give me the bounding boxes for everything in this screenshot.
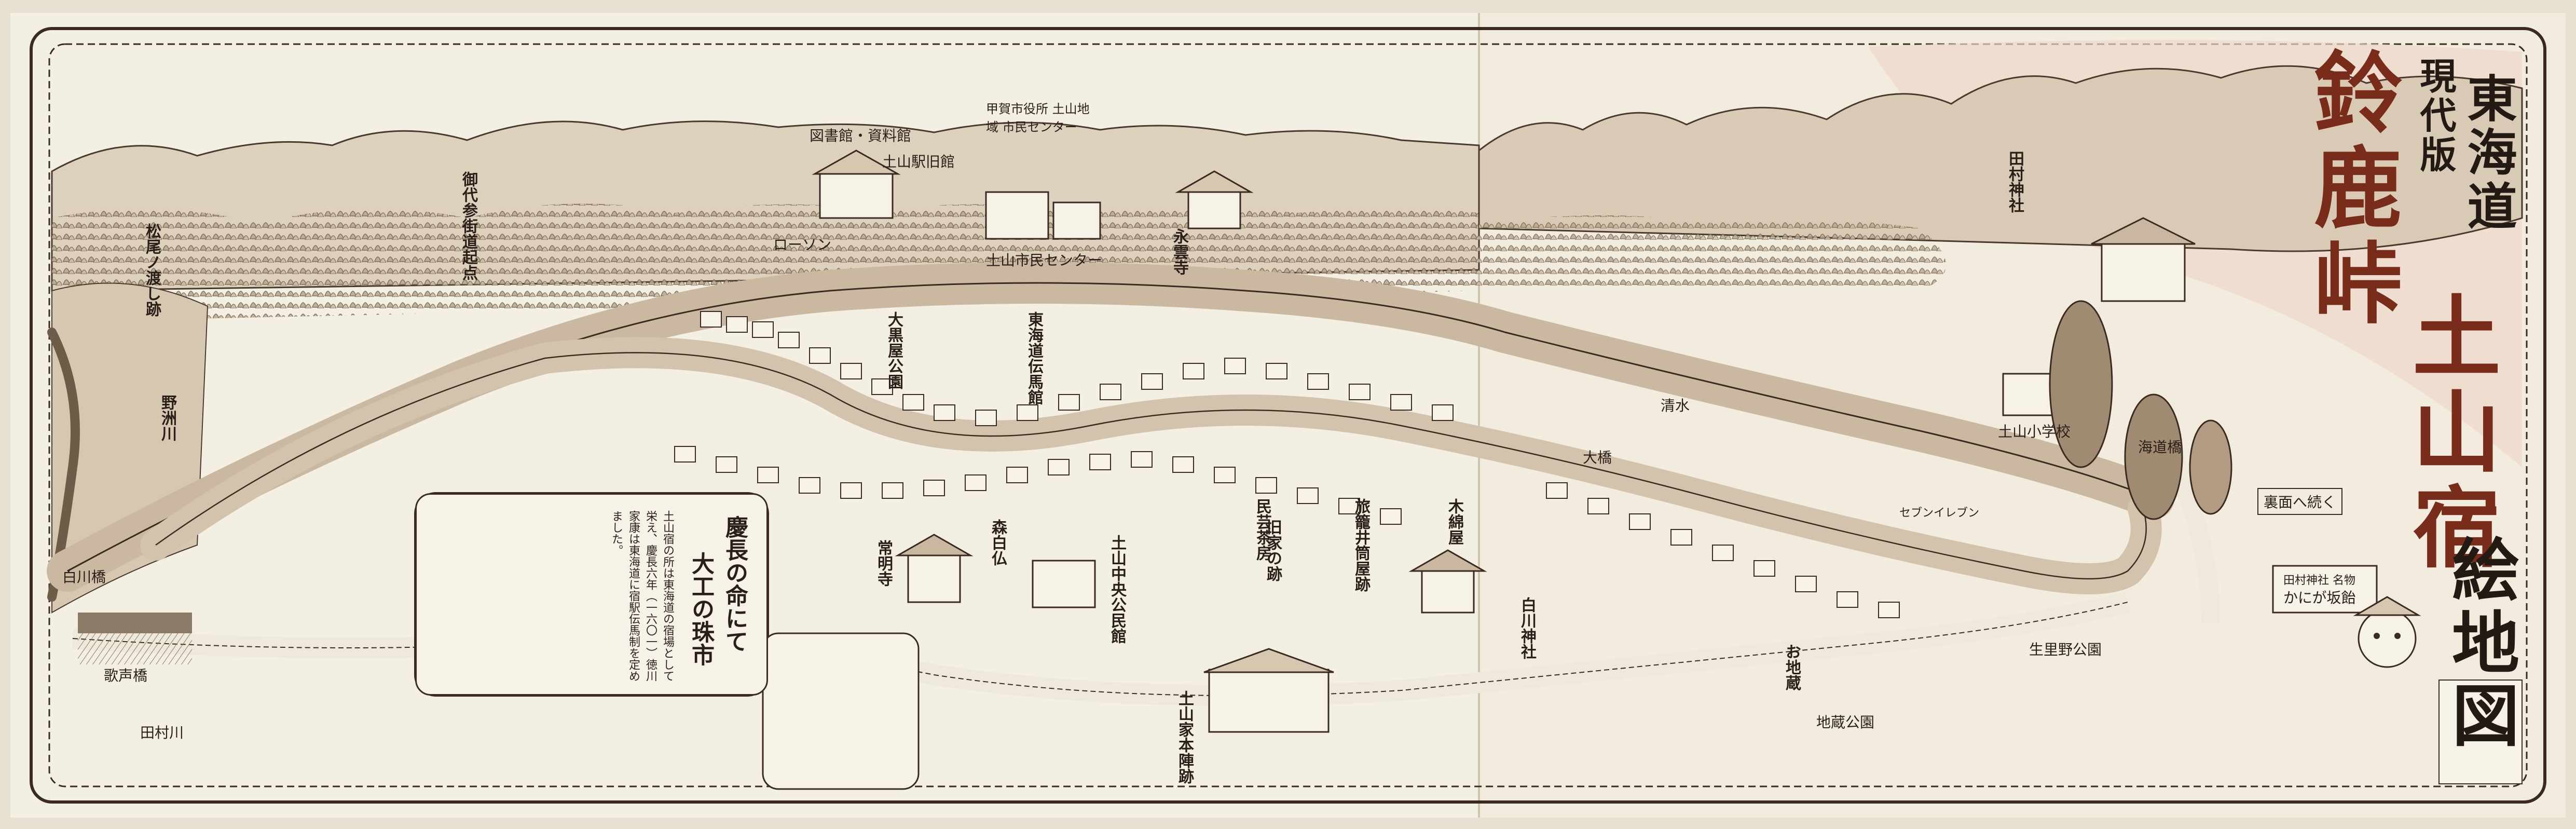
outer-border [30,27,2546,804]
note-box-frame [762,632,920,790]
building-citizen-center [985,191,1101,240]
label-seven-eleven: セブンイレブン [1899,507,1980,520]
suzuka-pass-title: 鈴鹿峠 [2298,47,2402,333]
label-shimizu: 清水 [1661,397,1690,414]
cypress-tree-2 [2124,393,2183,520]
building-honjin [1203,648,1334,733]
edition-label: 現代版 [2414,57,2457,175]
building-tamura-shrine [2091,217,2196,302]
label-tamura-shrine: 田村神社 [2006,151,2024,213]
inner-border [48,43,2528,787]
label-tokaido-museum: 東海道伝馬館 [1025,311,1043,405]
label-daikokuya-park: 大黒屋公園 [885,311,903,389]
history-heading-1: 慶長の命にて [721,515,748,653]
label-kanigasaka: かにが坂飴 [2283,589,2356,606]
label-nosu-river: 野洲川 [158,395,176,441]
building-joumyouji [895,534,974,603]
building-shirakawa-shrine [1408,549,1487,614]
label-shirakawa-shrine: 白川神社 [1518,597,1536,659]
river-tamura-edge [72,602,2128,696]
label-continue-back: 裏面へ続く [2257,488,2343,515]
old-tokaido-road-edge [155,352,2147,580]
building-eiunji [1175,170,1254,229]
label-eiunji: 永雲寺 [1170,228,1188,275]
label-momen: 木綿屋 [1445,498,1463,545]
label-school: 土山小学校 [1998,423,2071,440]
tsuchiyama-juku-title: 土山宿 [2397,291,2501,577]
history-heading-2: 大工の珠市 [688,552,714,666]
label-kaido-bridge: 海道橋 [2138,439,2182,456]
label-dogo: 森白仏 [989,519,1007,566]
label-old-house: 旧家の跡 [1264,519,1282,581]
cypress-tree-1 [2049,300,2113,468]
label-ohashi: 大橋 [1583,449,1612,466]
mountains-right [1478,65,2523,252]
label-shirakawa-bridge: 白川橋 [62,568,106,586]
label-lawson: ローソン [773,236,832,253]
cypress-tree-3 [2189,419,2232,515]
label-nakano-hall: 土山中央公民館 [1108,535,1126,644]
utazaka-bridge-shape [78,633,192,664]
label-minshu: 民芸茶房 [1253,498,1271,561]
label-center: 甲賀市役所 土山地域 市民センター [986,102,1090,134]
history-body: 土山宿の所は東海道の宿場として栄え、慶長六年（一六〇一）徳川家康は東海道に宿駅伝… [610,510,674,682]
history-box: 慶長の命にて 大工の珠市 土山宿の所は東海道の宿場として栄え、慶長六年（一六〇一… [415,493,768,696]
ezu-map-title: 絵地図 [2441,535,2520,754]
building-nakano-hall [1032,560,1096,608]
building-school [2002,373,2056,416]
houses-row-lower [674,446,1900,618]
kanigasaka-sign-frame [2272,565,2378,614]
legend-frame [2438,679,2523,784]
label-jizo-park: 地蔵公園 [1816,714,1875,731]
label-matsuo-crossing: 松尾ノ渡し跡 [143,223,161,317]
label-station: 土山駅旧館 [882,153,955,170]
label-honjin: 土山家本陣跡 [1175,690,1194,784]
label-citizen-center: 土山市民センター [986,252,1103,269]
label-joumyouji: 常明寺 [874,540,893,587]
label-library: 図書館・資料館 [810,127,912,144]
label-ojino-park: 生里野公園 [2029,641,2102,658]
label-ojizo: お地蔵 [1783,644,1801,690]
label-tamura-meibutsu: 田村神社 名物 [2283,574,2355,587]
label-izutsuya: 旅籠井筒屋跡 [1352,498,1370,592]
tokaido-label: 東海道 [2459,73,2517,235]
shirakawa-bridge-shape [78,613,192,633]
label-tamura-river: 田村川 [140,724,184,741]
label-gokura-start: 御代参街道起点 [459,171,477,280]
label-utazaka-bridge: 歌声橋 [104,667,148,684]
mascot-character [2353,596,2421,668]
forest-right [1479,215,1946,291]
houses-row-upper [700,311,1454,426]
building-library [812,150,901,219]
